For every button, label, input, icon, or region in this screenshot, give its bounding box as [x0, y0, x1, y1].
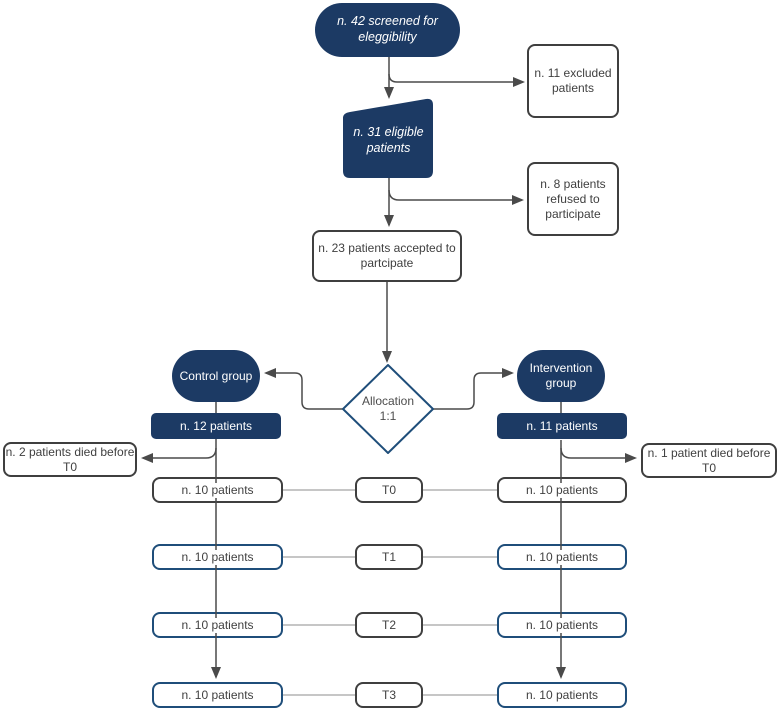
- intervention-died-label: n. 1 patient died before T0: [647, 445, 771, 475]
- allocation-label: Allocation 1:1: [361, 394, 415, 423]
- intervention-t2-box: n. 10 patients: [497, 612, 627, 638]
- control-died-label: n. 2 patients died before T0: [5, 444, 135, 474]
- control-t3-label: n. 10 patients: [178, 687, 257, 703]
- control-group-label: Control group: [179, 368, 253, 383]
- control-t1-box: n. 10 patients: [152, 544, 283, 570]
- timepoint-t1-box: T1: [355, 544, 423, 570]
- intervention-died-node: n. 1 patient died before T0: [641, 443, 777, 478]
- intervention-t0-box: n. 10 patients: [497, 477, 627, 503]
- timepoint-t3-label: T3: [378, 687, 399, 703]
- intervention-count-node: n. 11 patients: [497, 413, 627, 439]
- control-group-node: Control group: [172, 350, 260, 402]
- excluded-node: n. 11 excluded patients: [527, 44, 619, 118]
- control-t1-label: n. 10 patients: [178, 549, 257, 565]
- control-count-label: n. 12 patients: [179, 418, 253, 433]
- control-t0-box: n. 10 patients: [152, 477, 283, 503]
- timepoint-t0-label: T0: [378, 482, 399, 498]
- arrow-to-excluded: [388, 73, 525, 87]
- allocation-node: Allocation 1:1: [341, 363, 435, 455]
- arrow-intervention-died: [560, 447, 637, 463]
- intervention-t3-box: n. 10 patients: [497, 682, 627, 708]
- timepoint-t2-box: T2: [355, 612, 423, 638]
- control-t2-label: n. 10 patients: [178, 617, 257, 633]
- intervention-count-label: n. 11 patients: [526, 418, 598, 433]
- timepoint-t1-label: T1: [378, 549, 399, 565]
- intervention-t1-label: n. 10 patients: [522, 549, 602, 565]
- control-t2-box: n. 10 patients: [152, 612, 283, 638]
- intervention-group-label: Intervention group: [529, 361, 593, 390]
- intervention-t1-box: n. 10 patients: [497, 544, 627, 570]
- screened-node: n. 42 screened for eleggibility: [315, 3, 460, 57]
- control-count-node: n. 12 patients: [151, 413, 281, 439]
- intervention-group-node: Intervention group: [517, 350, 605, 402]
- control-t3-box: n. 10 patients: [152, 682, 283, 708]
- timepoint-t2-label: T2: [378, 617, 399, 633]
- excluded-label: n. 11 excluded patients: [534, 66, 612, 95]
- arrow-allocation-control: [264, 368, 343, 410]
- eligible-label: n. 31 eligible patients: [353, 124, 424, 155]
- arrow-to-refused: [388, 189, 524, 205]
- control-t0-label: n. 10 patients: [178, 482, 257, 498]
- arrow-allocation-intervention: [433, 368, 514, 410]
- control-died-node: n. 2 patients died before T0: [3, 442, 137, 477]
- refused-node: n. 8 patients refused to participate: [527, 162, 619, 236]
- eligible-node: n. 31 eligible patients: [343, 103, 434, 178]
- accepted-node: n. 23 patients accepted to partcipate: [312, 230, 462, 282]
- intervention-t2-label: n. 10 patients: [522, 617, 602, 633]
- refused-label: n. 8 patients refused to participate: [540, 176, 606, 221]
- arrow-control-died: [141, 447, 217, 463]
- intervention-t3-label: n. 10 patients: [522, 687, 602, 703]
- accepted-label: n. 23 patients accepted to partcipate: [318, 241, 456, 270]
- timepoint-t3-box: T3: [355, 682, 423, 708]
- timepoint-t0-box: T0: [355, 477, 423, 503]
- intervention-t0-label: n. 10 patients: [522, 482, 602, 498]
- screened-label: n. 42 screened for eleggibility: [337, 14, 438, 44]
